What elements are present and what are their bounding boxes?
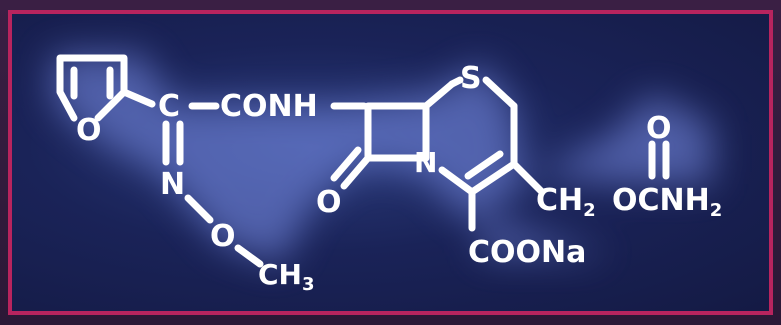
n-to-o-bond [184, 194, 214, 224]
chemical-structure: O C CONH N O CH3 O N [52, 54, 722, 295]
carbonyl-double-bond [648, 140, 670, 180]
ring-nitrogen: N [414, 146, 437, 179]
sulfur-atom: S [460, 61, 482, 96]
methyl-group: CH3 [258, 258, 315, 295]
ether-oxygen: O [210, 219, 236, 254]
oxime-double-bond [162, 120, 184, 166]
structure-panel: O C CONH N O CH3 O N [8, 10, 773, 315]
lactam-oxygen: O [316, 185, 342, 220]
amide-group: CONH [220, 89, 318, 124]
imine-nitrogen: N [160, 167, 185, 202]
dihydrothiazine-ring [438, 76, 546, 232]
furan-oxygen: O [76, 113, 102, 148]
furan-ring [56, 54, 156, 122]
side-chain-methylene: CH2 [536, 183, 596, 221]
carbamate-oxygen: O [646, 111, 672, 146]
side-chain-carbamate: OCNH2 [612, 183, 722, 221]
o-to-methyl-bond [234, 244, 264, 268]
alpha-carbon: C [158, 89, 180, 124]
beta-lactam-ring [330, 80, 456, 190]
carboxylate-group: COONa [468, 235, 586, 270]
